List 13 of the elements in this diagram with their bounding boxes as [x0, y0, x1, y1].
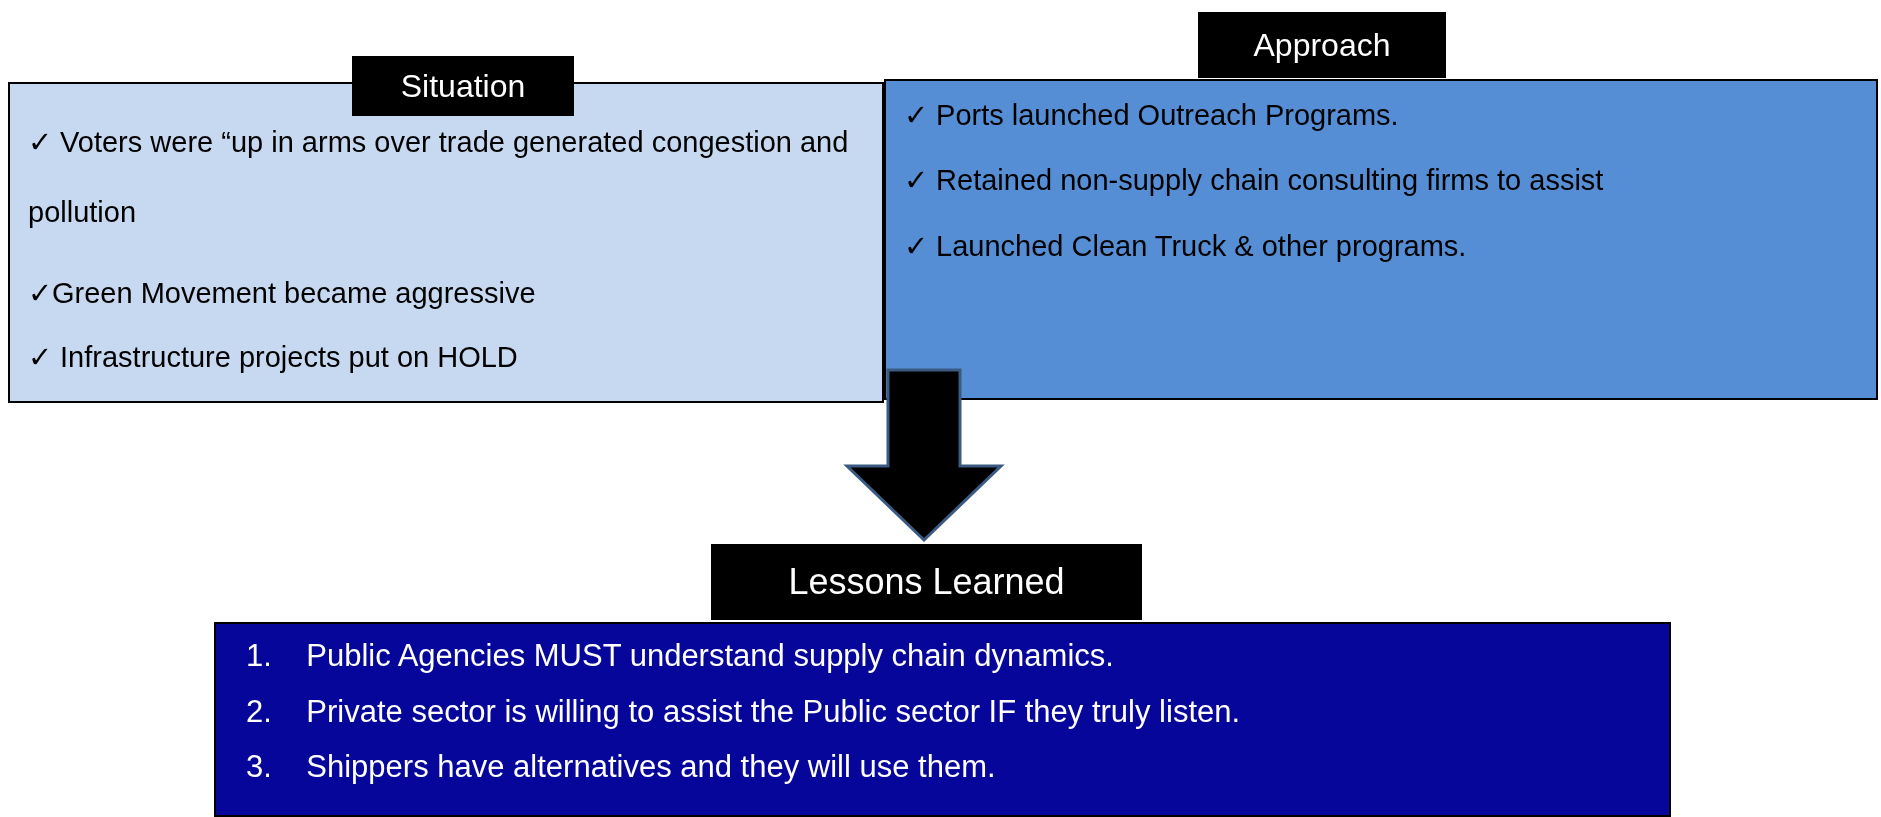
block-arrow: [843, 368, 1005, 543]
list-item: ✓ Launched Clean Truck & other programs.: [904, 229, 1468, 264]
list-item: ✓ Ports launched Outreach Programs.: [904, 99, 1400, 133]
list-item: 2. Private sector is willing to assist the Public sector IF they truly listen.: [246, 693, 1242, 730]
section-heading: Approach: [1198, 12, 1446, 78]
list-item: ✓ Voters were “up in arms over trade generated congestion and pollution: [28, 125, 850, 230]
list-item: 1. Public Agencies MUST understand supply chain dynamics.: [246, 638, 1115, 674]
list-item: ✓Green Movement became aggressive: [28, 277, 537, 311]
list-item: ✓ Infrastructure projects put on HOLD: [28, 340, 519, 374]
list-item: 3. Shippers have alternatives and they will use them.: [246, 749, 997, 785]
section-heading: Lessons Learned: [711, 544, 1142, 620]
list-item: ✓ Retained non-supply chain consulting firms to assist: [904, 164, 1605, 198]
section-heading: Situation: [352, 56, 574, 116]
